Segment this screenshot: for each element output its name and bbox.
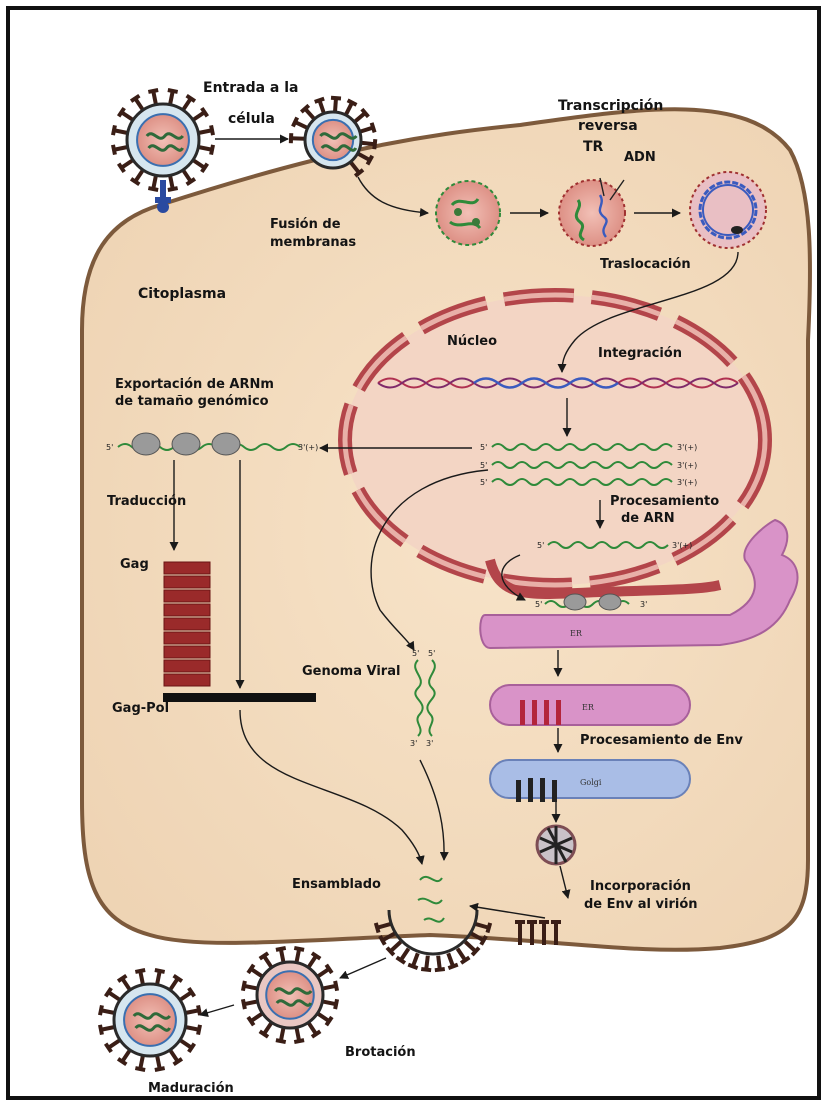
label-translation: Traducción (107, 494, 186, 509)
genome-3prime-2: 3' (426, 739, 433, 748)
pre-integration-complex (690, 172, 766, 248)
env-vesicle (537, 826, 575, 864)
label-rna-processing-1: Procesamiento (610, 494, 719, 509)
strand-5prime-1: 5' (480, 443, 487, 452)
strand-3prime-2: 3'(+) (677, 461, 697, 470)
strand-3prime-1: 3'(+) (677, 443, 697, 452)
processed-5prime: 5' (537, 541, 544, 550)
label-fusion-2: membranas (270, 235, 356, 250)
ribosome (132, 433, 160, 455)
label-nucleus: Núcleo (447, 334, 497, 349)
label-gag: Gag (120, 557, 149, 572)
golgi-label: Golgi (580, 778, 602, 787)
label-fusion-1: Fusión de (270, 217, 341, 232)
er-rna-3prime: 3' (640, 600, 647, 609)
export-5prime: 5' (106, 443, 113, 452)
export-3prime: 3'(+) (298, 443, 318, 452)
label-translocation: Traslocación (600, 257, 691, 272)
label-entry-1: Entrada a la (203, 80, 298, 96)
label-rt-1: Transcripción (558, 98, 663, 114)
label-env-processing: Procesamiento de Env (580, 733, 743, 748)
label-env-incorp-1: Incorporación (590, 879, 691, 894)
virion-released (243, 948, 337, 1042)
gag-polyproteins (164, 562, 210, 686)
er-rna-5prime: 5' (535, 600, 542, 609)
er-env-processing: ER (490, 685, 690, 725)
label-viral-genome: Genoma Viral (302, 664, 400, 679)
label-maturation: Maduración (148, 1081, 234, 1096)
ribosome (172, 433, 200, 455)
strand-5prime-2: 5' (480, 461, 487, 470)
strand-5prime-3: 5' (480, 478, 487, 487)
label-budding: Brotación (345, 1045, 416, 1060)
uncoating-capsid (436, 181, 500, 245)
ribosome (212, 433, 240, 455)
label-entry-2: célula (228, 111, 275, 127)
golgi: Golgi (490, 760, 690, 802)
gag-pol-bar (163, 693, 316, 702)
genome-5prime-2: 5' (428, 649, 435, 658)
label-tr: TR (583, 139, 604, 155)
label-env-incorp-2: de Env al virión (584, 897, 698, 912)
virion-mature (100, 970, 200, 1070)
processed-3prime: 3'(+) (672, 541, 692, 550)
label-rt-2: reversa (578, 118, 638, 134)
er-label-2: ER (582, 703, 595, 712)
er-label-1: ER (570, 629, 583, 638)
label-assembly: Ensamblado (292, 877, 381, 892)
label-integration: Integración (598, 346, 682, 361)
label-export-1: Exportación de ARNm (115, 377, 274, 392)
label-export-2: de tamaño genómico (115, 394, 269, 409)
genome-3prime-1: 3' (410, 739, 417, 748)
label-cytoplasm: Citoplasma (138, 286, 226, 302)
virion-entering (113, 90, 213, 190)
label-gag-pol: Gag-Pol (112, 701, 169, 716)
label-adn: ADN (624, 150, 656, 165)
strand-3prime-3: 3'(+) (677, 478, 697, 487)
label-rna-processing-2: de ARN (621, 511, 675, 526)
genome-5prime-1: 5' (412, 649, 419, 658)
